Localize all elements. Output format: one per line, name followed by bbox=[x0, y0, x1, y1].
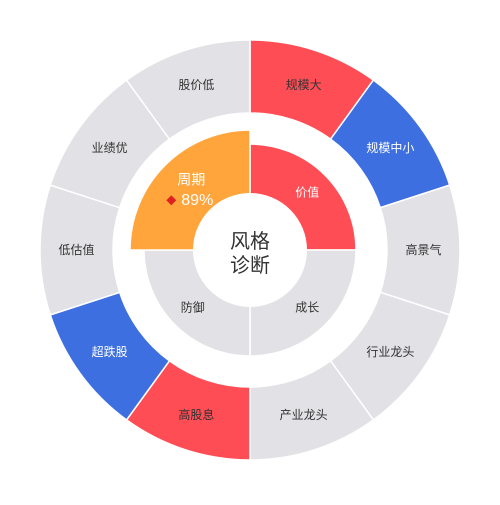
outer-segment-label: 业绩优 bbox=[92, 141, 128, 155]
center-disc bbox=[193, 193, 307, 307]
outer-segment[interactable]: 股价低 bbox=[125, 39, 251, 141]
outer-segment[interactable]: 高股息 bbox=[125, 359, 251, 461]
outer-segment-label: 超跌股 bbox=[92, 344, 128, 359]
center-title-line1: 风格 bbox=[230, 230, 270, 253]
outer-segment-label: 规模中小 bbox=[366, 140, 414, 155]
inner-segment-value: 89% bbox=[181, 192, 213, 209]
outer-segment-label: 规模大 bbox=[286, 77, 322, 92]
outer-segment[interactable]: 业绩优 bbox=[49, 79, 171, 209]
inner-segment-label: 防御 bbox=[181, 299, 205, 314]
outer-segment-label: 行业龙头 bbox=[366, 345, 414, 359]
inner-segment-label: 周期 bbox=[177, 171, 205, 187]
outer-segment-label: 低估值 bbox=[58, 242, 94, 257]
inner-segment-label: 价值 bbox=[295, 185, 319, 200]
inner-segment-label: 成长 bbox=[295, 300, 319, 314]
outer-segment[interactable]: 高景气 bbox=[379, 184, 461, 316]
outer-segment-label: 产业龙头 bbox=[280, 408, 328, 422]
outer-segment-shape bbox=[125, 39, 251, 141]
outer-segment[interactable]: 低估值 bbox=[39, 184, 121, 316]
center-title-line2: 诊断 bbox=[230, 254, 270, 277]
outer-segment-label: 高股息 bbox=[178, 407, 214, 422]
outer-segment-label: 股价低 bbox=[178, 78, 214, 92]
diamond-marker-icon bbox=[166, 195, 177, 206]
outer-segment-label: 高景气 bbox=[405, 242, 441, 257]
